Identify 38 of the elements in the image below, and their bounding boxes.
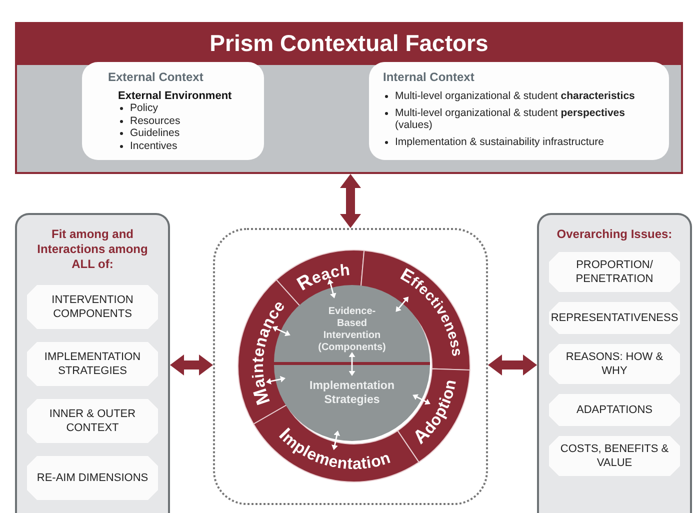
bullet-item: Implementation & sustainability infrastructure xyxy=(395,136,604,148)
item-label: REASONS: HOW & WHY xyxy=(564,350,664,378)
context-panel xyxy=(15,22,683,174)
context-card xyxy=(369,62,669,160)
item-label: COSTS, BENEFITS & VALUE xyxy=(559,442,670,470)
item-label: REPRESENTATIVENESS xyxy=(550,311,678,325)
bullet-item: Multi-level organizational & student perspectives (values) xyxy=(395,106,626,132)
double-arrow xyxy=(266,376,286,384)
bullet-item: Resources xyxy=(130,114,180,127)
card-heading: External Context xyxy=(108,70,204,84)
double-arrow xyxy=(332,430,340,450)
double-arrow xyxy=(396,296,409,312)
bullet-item: Incentives xyxy=(130,140,178,152)
segment-label: Reach xyxy=(294,262,351,296)
panel-title: Prism Contextual Factors xyxy=(17,24,681,65)
side-panel xyxy=(15,213,170,513)
card-heading: Internal Context xyxy=(383,70,476,84)
item-label: ADAPTATIONS xyxy=(576,403,652,417)
bullet-item: Guidelines xyxy=(130,127,180,140)
bullet-item: Multi-level organizational & student characteristics xyxy=(395,90,635,102)
item-label: RE-AIM DIMENSIONS xyxy=(36,471,148,485)
panel-heading: Overarching Issues: xyxy=(556,227,674,242)
double-arrow xyxy=(412,394,430,404)
card-subheading: External Environment xyxy=(118,90,233,102)
double-arrow xyxy=(328,279,336,298)
bullet-item: Policy xyxy=(130,102,158,114)
circle-label: Implementation Strategies xyxy=(308,379,396,407)
double-arrow xyxy=(272,326,290,336)
item-label: IMPLEMENTATION STRATEGIES xyxy=(43,350,142,378)
dotted-frame xyxy=(213,228,488,505)
side-panel xyxy=(537,213,692,513)
circle-label: Evidence-Based Intervention (Components) xyxy=(317,306,387,354)
item-label: PROPORTION/ PENETRATION xyxy=(574,258,654,286)
double-arrow xyxy=(350,352,354,376)
panel-heading: Fit among and Interactions among ALL of: xyxy=(36,227,149,272)
context-card xyxy=(82,62,264,160)
item-label: INNER & OUTER CONTEXT xyxy=(48,407,137,435)
item-label: INTERVENTION COMPONENTS xyxy=(50,293,134,321)
